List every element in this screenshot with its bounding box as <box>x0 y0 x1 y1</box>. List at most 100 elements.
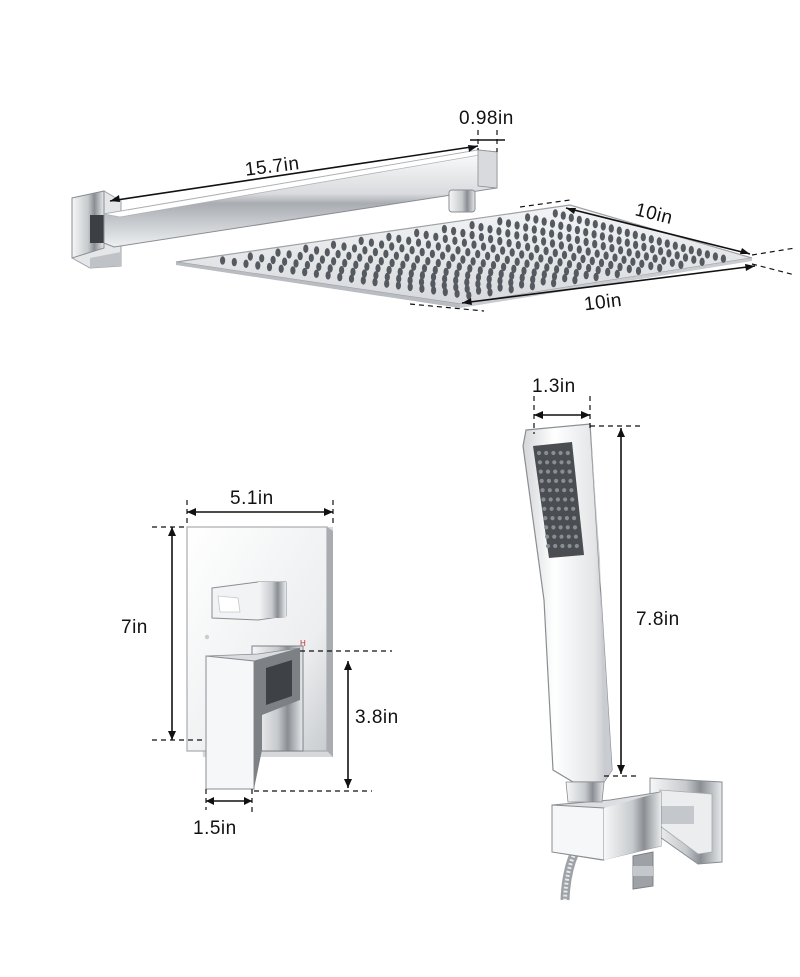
rain-nozzle <box>594 249 600 258</box>
rain-nozzle <box>419 247 425 257</box>
rain-nozzle <box>330 240 337 249</box>
rain-nozzle <box>497 217 503 226</box>
rain-nozzle <box>425 257 431 266</box>
rain-nozzle <box>445 244 451 253</box>
rain-nozzle <box>573 269 579 278</box>
hand-nozzle <box>568 478 573 483</box>
rain-nozzle <box>367 255 374 264</box>
rain-nozzle <box>327 264 333 273</box>
rain-nozzle <box>558 241 565 250</box>
rain-nozzle <box>331 257 337 266</box>
rain-nozzle <box>393 251 399 260</box>
hand-nozzle <box>550 516 555 521</box>
rain-nozzle <box>443 267 449 277</box>
arm-thickness-dimension: 0.98in <box>459 108 513 152</box>
rain-nozzle <box>431 286 437 295</box>
rain-nozzle <box>580 254 586 264</box>
rain-nozzle <box>515 240 521 250</box>
rain-nozzle <box>572 275 578 285</box>
handle-height-dimension: 3.8in <box>254 650 398 792</box>
rain-nozzle <box>435 242 441 251</box>
hand-nozzle <box>553 469 558 474</box>
rain-nozzle <box>395 281 401 290</box>
hand-nozzle <box>541 497 546 502</box>
hand-nozzle <box>538 469 543 474</box>
hand-nozzle <box>558 525 563 530</box>
rain-nozzle <box>361 269 367 278</box>
rain-nozzle <box>626 248 632 257</box>
rain-nozzle <box>360 276 366 285</box>
rain-nozzle <box>386 265 392 275</box>
rain-nozzle <box>661 256 667 265</box>
rain-nozzle <box>350 267 356 277</box>
rain-nozzle <box>362 246 368 255</box>
rain-nozzle <box>368 238 374 247</box>
hand-nozzle <box>558 450 563 456</box>
rain-nozzle <box>430 279 436 288</box>
rain-nozzle <box>672 241 678 250</box>
rain-nozzle <box>519 280 525 289</box>
rain-nozzle <box>432 265 438 275</box>
rain-nozzle <box>475 273 482 282</box>
rain-nozzle <box>406 236 412 245</box>
plate-width-dimension: 5.1in <box>186 488 334 527</box>
rain-nozzle <box>608 234 614 243</box>
rain-nozzle <box>453 283 459 292</box>
rain-nozzle <box>423 230 429 240</box>
hand-nozzle <box>554 478 559 483</box>
rain-nozzle <box>469 221 475 230</box>
indicator-dot <box>204 634 210 640</box>
rain-nozzle <box>486 281 492 290</box>
rain-nozzle <box>266 262 273 272</box>
rain-nozzle <box>540 277 546 286</box>
rain-nozzle <box>616 226 622 235</box>
rain-nozzle <box>379 240 385 249</box>
rain-nozzle <box>487 225 493 234</box>
rain-nozzle <box>552 248 558 258</box>
rain-nozzle <box>574 235 581 245</box>
hand-nozzle <box>572 525 578 530</box>
hand-nozzle <box>543 516 548 521</box>
arm-connector <box>448 189 476 213</box>
hand-nozzle <box>547 488 552 493</box>
rain-nozzle <box>608 224 614 233</box>
rain-nozzle <box>563 267 570 276</box>
rain-nozzle <box>624 238 630 247</box>
rain-nozzle <box>399 244 405 253</box>
rain-nozzle <box>384 272 390 282</box>
rain-nozzle <box>293 259 299 268</box>
hand-head-width-dimension: 1.3in <box>532 376 591 434</box>
rain-nozzle <box>669 258 675 267</box>
rain-nozzle <box>358 236 364 246</box>
rain-nozzle <box>456 262 462 271</box>
rain-nozzle <box>404 253 410 262</box>
rain-nozzle <box>624 228 630 238</box>
hand-nozzle <box>551 450 556 456</box>
hand-nozzle <box>556 506 561 511</box>
rain-nozzle <box>538 254 544 263</box>
hand-nozzle <box>563 497 568 502</box>
rain-nozzle <box>600 222 606 231</box>
rain-nozzle <box>557 258 563 267</box>
rain-nozzle <box>532 235 538 244</box>
rain-nozzle <box>514 257 520 266</box>
rain-nozzle <box>490 261 497 270</box>
rain-nozzle <box>435 258 441 268</box>
rain-nozzle <box>609 244 615 253</box>
hand-length-label: 7.8in <box>636 609 680 630</box>
rain-nozzle <box>419 271 425 280</box>
rain-nozzle <box>514 221 520 230</box>
rain-nozzle <box>339 266 345 275</box>
hand-nozzle <box>554 488 560 493</box>
rain-nozzle <box>576 215 582 225</box>
rain-nozzle <box>461 238 467 247</box>
shower-hose <box>560 850 580 901</box>
rain-nozzle <box>574 225 581 235</box>
rain-nozzle <box>641 242 647 252</box>
rain-nozzle <box>259 254 265 263</box>
rain-nozzle <box>475 249 481 259</box>
rain-nozzle <box>562 274 568 283</box>
rain-nozzle <box>505 219 512 228</box>
rain-nozzle <box>523 233 529 242</box>
rain-nozzle <box>452 236 458 245</box>
